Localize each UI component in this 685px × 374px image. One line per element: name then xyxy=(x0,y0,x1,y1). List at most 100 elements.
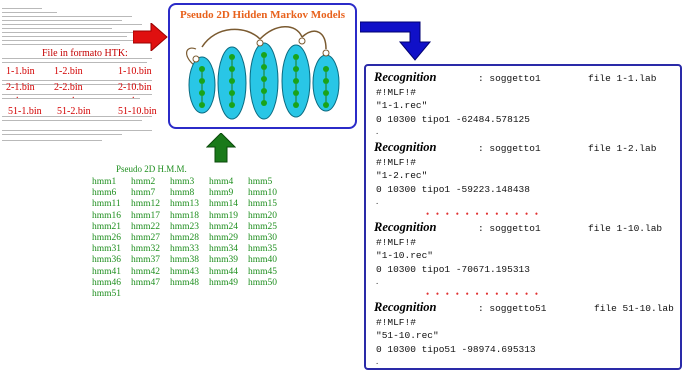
hmm-model-item: hmm49 xyxy=(209,277,239,288)
lab-file: file 1-10.lab xyxy=(588,223,663,234)
bin-file: 2-2.bin xyxy=(54,82,83,93)
hmm-model-item: hmm32 xyxy=(131,244,161,255)
hmm-model-item: hmm38 xyxy=(170,255,200,266)
listing-line xyxy=(2,36,127,37)
listing-line xyxy=(2,28,112,29)
bin-file: 1-2.bin xyxy=(54,66,83,77)
embedded-transitions xyxy=(201,58,327,102)
listing-line xyxy=(2,84,142,85)
hmm-model-item: hmm15 xyxy=(248,199,278,210)
hmm-model-item: hmm3 xyxy=(170,177,195,187)
hmm-model-item: hmm45 xyxy=(248,266,278,277)
listing-line xyxy=(2,130,152,131)
hmm-model-item: hmm39 xyxy=(209,255,239,266)
rec-terminator: . xyxy=(376,196,379,206)
mlf-header: #!MLF!# xyxy=(376,237,416,248)
hmm-model-item: hmm37 xyxy=(131,255,161,266)
listing-line xyxy=(2,98,140,99)
hmm-model-item: hmm26 xyxy=(92,233,122,243)
recognition-heading: Recognition xyxy=(374,300,437,314)
rec-result: 0 10300 tipo1 -70671.195313 xyxy=(376,264,530,275)
listing-line xyxy=(2,140,102,141)
htk-title: File in formato HTK: xyxy=(42,48,128,59)
bin-file: 2-10.bin xyxy=(118,82,152,93)
listing-line xyxy=(2,8,42,9)
entry-state xyxy=(192,55,200,63)
separator-dots: • • • • • • • • • • • • xyxy=(426,289,539,299)
hmm-model-item: hmm33 xyxy=(170,244,200,255)
hmm-model-item: hmm24 xyxy=(209,221,239,232)
bin-file: 51-2.bin xyxy=(57,106,91,117)
subject-label: : soggetto1 xyxy=(478,223,541,234)
listing-line xyxy=(2,16,132,17)
listing-line xyxy=(2,40,142,41)
mlf-header: #!MLF!# xyxy=(376,157,416,168)
hmm-title: Pseudo 2D Hidden Markov Models xyxy=(179,9,345,21)
ellipsis-dots: . xyxy=(132,90,135,101)
mlf-header: #!MLF!# xyxy=(376,87,416,98)
rec-result: 0 10300 tipo1 -62484.578125 xyxy=(376,114,530,125)
hmm-model-item: hmm34 xyxy=(209,244,239,255)
hmm-model-item: hmm5 xyxy=(248,177,273,187)
hmm-model-item: hmm11 xyxy=(92,199,121,210)
rec-file: "51-10.rec" xyxy=(376,330,439,341)
subject-label: : soggetto1 xyxy=(478,143,541,154)
green-arrow xyxy=(206,133,236,163)
hmm-model-item: hmm25 xyxy=(248,221,278,232)
recognition-panel: Recognition : soggetto1 file 1-1.lab #!M… xyxy=(364,64,682,370)
hmm-model-item: hmm21 xyxy=(92,221,122,232)
hmm-diagram-box: Pseudo 2D Hidden Markov Models xyxy=(168,3,357,129)
embedded-states xyxy=(199,52,329,108)
listing-line xyxy=(2,24,142,25)
entry-state xyxy=(256,39,264,47)
bin-file: 51-10.bin xyxy=(118,106,157,117)
lab-file: file 51-10.lab xyxy=(594,303,674,314)
hmm-model-item: hmm9 xyxy=(209,188,234,199)
blue-arrow xyxy=(360,21,432,61)
rec-terminator: . xyxy=(376,356,379,366)
listing-line xyxy=(2,58,152,59)
subject-label: : soggetto1 xyxy=(478,73,541,84)
hmm-model-item: hmm17 xyxy=(131,210,161,221)
hmm-model-item: hmm29 xyxy=(209,233,239,243)
hmm-model-item: hmm46 xyxy=(92,277,122,288)
transition-arc xyxy=(301,30,327,50)
hmm-model-item: hmm31 xyxy=(92,244,122,255)
listing-line xyxy=(2,44,120,45)
hmm-model-item: hmm30 xyxy=(248,233,278,243)
hmm-model-item: hmm7 xyxy=(131,188,156,199)
recognition-heading: Recognition xyxy=(374,220,437,234)
hmm-model-item: hmm44 xyxy=(209,266,239,277)
hmm-model-item: hmm18 xyxy=(170,210,200,221)
hmm-model-item: hmm1 xyxy=(92,177,117,187)
transition-arc xyxy=(201,28,261,48)
hmm-model-item: hmm42 xyxy=(131,266,161,277)
hmm-model-item: hmm12 xyxy=(131,199,161,210)
listing-line xyxy=(2,134,122,135)
rec-file: "1-10.rec" xyxy=(376,250,434,261)
model-list-title: Pseudo 2D H.M.M. xyxy=(116,164,187,174)
hmm-states-diagram xyxy=(186,26,340,120)
hmm-model-item: hmm51 xyxy=(92,289,122,299)
hmm-model-item: hmm40 xyxy=(248,255,278,266)
lab-file: file 1-1.lab xyxy=(588,73,657,84)
hmm-model-item: hmm19 xyxy=(209,210,239,221)
hmm-model-item: hmm36 xyxy=(92,255,122,266)
hmm-model-item: hmm8 xyxy=(170,188,195,199)
listing-line xyxy=(2,94,152,95)
listing-line xyxy=(2,32,137,33)
self-loop xyxy=(186,47,197,66)
ellipsis-dots: . xyxy=(16,90,19,101)
hmm-model-item: hmm43 xyxy=(170,266,200,277)
listing-line xyxy=(2,80,152,81)
rec-file: "1-2.rec" xyxy=(376,170,428,181)
entry-state xyxy=(298,37,306,45)
listing-line xyxy=(2,116,152,117)
hmm-model-item: hmm2 xyxy=(131,177,156,187)
subject-label: : soggetto51 xyxy=(478,303,547,314)
entry-state xyxy=(322,49,330,57)
hmm-model-item: hmm22 xyxy=(131,221,161,232)
separator-dots: • • • • • • • • • • • • xyxy=(426,209,539,219)
listing-line xyxy=(2,20,122,21)
rec-result: 0 10300 tipo1 -59223.148438 xyxy=(376,184,530,195)
